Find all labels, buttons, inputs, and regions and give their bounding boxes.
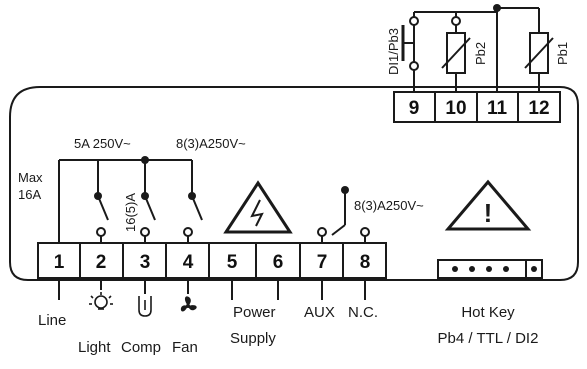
comp-label: Comp: [121, 339, 161, 356]
high-voltage-warning-icon: [223, 180, 293, 234]
light-bulb-icon: [89, 292, 113, 310]
fan-label: Fan: [172, 339, 198, 356]
terminal-10: 10: [445, 98, 466, 119]
terminal-8: 8: [360, 252, 371, 273]
compressor-icon: [138, 296, 152, 317]
max-current-label-line2: 16A: [18, 187, 41, 202]
comp-rating: 16(5)A: [123, 193, 138, 232]
terminal-5: 5: [227, 252, 238, 273]
max-current-label-line1: Max: [18, 170, 43, 185]
hot-key-connector: [437, 259, 543, 279]
power-supply-label-line2: Supply: [230, 330, 276, 347]
terminal-12: 12: [528, 98, 549, 119]
terminal-7: 7: [317, 252, 328, 273]
light-label: Light: [78, 339, 111, 356]
caution-warning-icon: !: [444, 179, 532, 231]
bottom-terminal-block: [37, 242, 387, 279]
hot-key-label: Hot Key: [461, 304, 515, 321]
pb1-label: Pb1: [555, 42, 570, 65]
line-label: Line: [38, 312, 66, 329]
terminal-1: 1: [54, 252, 65, 273]
hot-key-sub-label: Pb4 / TTL / DI2: [438, 330, 539, 347]
terminal-9: 9: [409, 98, 420, 119]
terminal-6: 6: [273, 252, 284, 273]
controller-housing: [9, 86, 579, 281]
aux-rating: 8(3)A250V~: [354, 198, 424, 213]
nc-label: N.C.: [348, 304, 378, 321]
di1-pb3-label: DI1/Pb3: [386, 28, 401, 75]
pb2-label: Pb2: [473, 42, 488, 65]
terminal-3: 3: [140, 252, 151, 273]
aux-label: AUX: [304, 304, 335, 321]
terminal-2: 2: [96, 252, 107, 273]
terminal-4: 4: [183, 252, 194, 273]
caution-mark: !: [484, 198, 493, 228]
terminal-11: 11: [487, 98, 508, 119]
light-rating: 5A 250V~: [74, 136, 131, 151]
fan-rating: 8(3)A250V~: [176, 136, 246, 151]
power-supply-label-line1: Power: [233, 304, 276, 321]
fan-icon: [180, 296, 197, 312]
